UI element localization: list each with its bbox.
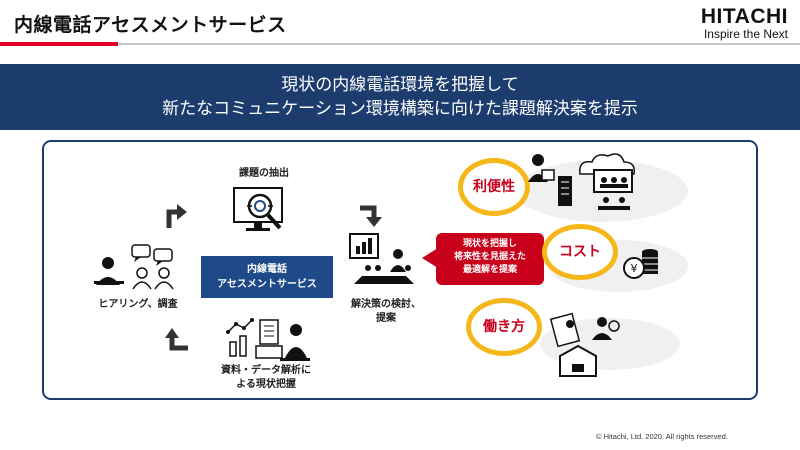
convenience-label: 利便性	[473, 179, 515, 195]
analysis-label: 資料・データ解析に よる現状把握	[206, 364, 326, 392]
interview-people-icon	[94, 244, 174, 290]
title-divider	[0, 43, 800, 45]
remote-work-icon	[549, 312, 620, 377]
hitachi-logo: HITACHI Inspire the Next	[701, 6, 788, 41]
cost-bubble: コスト	[542, 224, 618, 280]
service-name-line-1: 内線電話	[247, 264, 287, 275]
presentation-meeting-icon	[349, 233, 414, 284]
analysis-label-line-2: よる現状把握	[236, 379, 296, 390]
yen-coins-icon: ¥	[623, 249, 658, 279]
cloud-server-office-icon	[528, 153, 636, 210]
analysis-label-line-1: 資料・データ解析に	[221, 365, 311, 376]
convenience-bubble: 利便性	[458, 158, 530, 216]
workstyle-label: 働き方	[483, 319, 525, 335]
banner-line-1: 現状の内線電話環境を把握して	[281, 75, 519, 95]
hearing-label: ヒアリング、調査	[98, 299, 178, 310]
copyright-text: © Hitachi, Ltd. 2020. All rights reserve…	[596, 432, 728, 441]
solution-label-line-1: 解決策の検討、	[351, 299, 421, 310]
service-name-line-2: アセスメントサービス	[217, 279, 317, 290]
extraction-label: 課題の抽出	[239, 168, 289, 179]
solution-label: 解決策の検討、 提案	[336, 298, 436, 326]
callout-line-1: 現状を把握し	[462, 239, 517, 249]
page-title: 内線電話アセスメントサービス	[14, 14, 287, 36]
arrow-down-right-icon	[360, 205, 382, 227]
data-analysis-person-icon	[226, 318, 310, 361]
monitor-magnifier-icon	[233, 187, 283, 231]
service-name-box: 内線電話 アセスメントサービス	[201, 256, 333, 298]
cost-label: コスト	[559, 244, 601, 260]
title-accent-bar	[0, 42, 118, 46]
headline-banner: 現状の内線電話環境を把握して 新たなコミュニケーション環境構築に向けた課題解決案…	[0, 64, 800, 130]
workstyle-bubble: 働き方	[466, 298, 542, 356]
logo-tagline: Inspire the Next	[703, 27, 788, 41]
proposal-callout: 現状を把握し 将来性を見据えた 最適解を提案	[436, 233, 544, 285]
arrow-up-right-icon	[166, 204, 187, 228]
solution-label-line-2: 提案	[376, 313, 396, 324]
svg-text:¥: ¥	[631, 262, 638, 275]
banner-line-2: 新たなコミュニケーション環境構築に向けた課題解決案を提示	[162, 99, 638, 119]
logo-name: HITACHI	[700, 5, 788, 28]
callout-line-2: 将来性を見据えた	[453, 252, 526, 262]
callout-pointer	[422, 248, 438, 268]
callout-line-3: 最適解を提案	[462, 265, 517, 275]
arrow-up-left-icon	[165, 328, 188, 351]
